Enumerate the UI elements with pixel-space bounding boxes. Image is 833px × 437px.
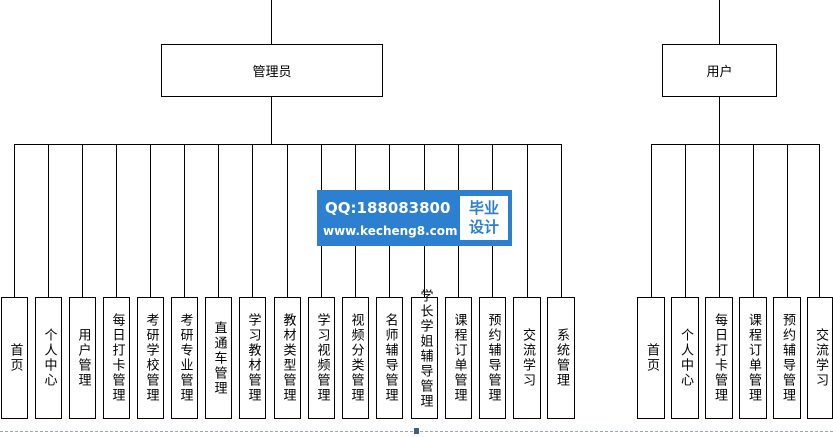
connector-line: [719, 0, 720, 44]
admin-leaf: 课程订单管理: [445, 297, 472, 419]
user-leaf-label: 课程订单管理: [746, 313, 761, 403]
connector-line: [651, 144, 819, 145]
admin-leaf: 系统管理: [547, 297, 575, 419]
connector-line: [651, 144, 652, 297]
admin-leaf-label: 教材类型管理: [280, 313, 296, 403]
connector-line: [82, 144, 83, 297]
watermark-url: www.kecheng8.com: [323, 224, 458, 238]
watermark-banner: QQ:188083800 www.kecheng8.com 毕业 设计: [317, 190, 512, 246]
user-leaf-label: 首页: [644, 343, 659, 373]
watermark-badge-line1: 毕业: [468, 199, 499, 217]
admin-node-label: 管理员: [252, 65, 292, 80]
admin-leaf: 名师辅导管理: [376, 297, 403, 419]
connector-line: [271, 97, 272, 144]
admin-leaf-label: 预约辅导管理: [485, 313, 501, 403]
resize-handle[interactable]: [414, 428, 419, 434]
connector-line: [819, 144, 820, 297]
connector-line: [753, 144, 754, 297]
user-node: 用户: [662, 44, 777, 97]
admin-leaf: 学长学姐辅导管理: [411, 289, 438, 419]
connector-line: [252, 144, 253, 297]
admin-leaf: 用户管理: [69, 297, 96, 419]
admin-leaf-label: 交流学习: [520, 328, 535, 388]
user-leaf: 课程订单管理: [739, 297, 767, 419]
admin-leaf-label: 考研学校管理: [143, 313, 159, 403]
admin-leaf: 首页: [1, 297, 28, 419]
connector-line: [787, 144, 788, 297]
watermark-badge-line2: 设计: [468, 218, 499, 236]
connector-line: [719, 97, 720, 144]
admin-leaf: 视频分类管理: [342, 297, 369, 419]
connector-line: [719, 144, 720, 297]
admin-leaf: 教材类型管理: [274, 297, 301, 419]
user-leaf: 个人中心: [671, 297, 699, 419]
connector-line: [218, 144, 219, 297]
admin-leaf-label: 考研专业管理: [177, 313, 193, 403]
admin-leaf: 考研学校管理: [137, 297, 164, 419]
user-leaf: 每日打卡管理: [705, 297, 733, 419]
watermark-qq: QQ:188083800: [325, 199, 451, 217]
admin-leaf-label: 学习教材管理: [245, 313, 261, 403]
user-node-label: 用户: [706, 65, 733, 80]
user-leaf-label: 预约辅导管理: [780, 313, 795, 403]
connector-line: [48, 144, 49, 297]
connector-line: [116, 144, 117, 297]
admin-leaf: 交流学习: [513, 297, 541, 419]
connector-line: [561, 144, 562, 297]
admin-leaf: 预约辅导管理: [479, 297, 506, 419]
admin-node: 管理员: [161, 44, 383, 97]
admin-leaf-label: 视频分类管理: [348, 313, 364, 403]
admin-leaf-label: 名师辅导管理: [382, 313, 398, 403]
connector-line: [685, 144, 686, 297]
admin-leaf-label: 学习视频管理: [314, 313, 330, 403]
admin-leaf-label: 学长学姐辅导管理: [417, 289, 433, 409]
watermark-badge: 毕业 设计: [460, 196, 508, 240]
admin-leaf: 考研专业管理: [171, 297, 198, 419]
user-leaf-label: 个人中心: [678, 328, 693, 388]
user-leaf-label: 交流学习: [813, 328, 828, 388]
admin-leaf: 学习教材管理: [239, 297, 266, 419]
admin-leaf-label: 系统管理: [554, 328, 569, 388]
user-leaf: 首页: [637, 297, 665, 419]
connector-line: [14, 144, 562, 145]
user-leaf: 预约辅导管理: [773, 297, 801, 419]
admin-leaf-label: 用户管理: [75, 328, 91, 388]
connector-line: [287, 144, 288, 297]
connector-line: [271, 0, 272, 44]
admin-leaf-label: 个人中心: [41, 328, 57, 388]
admin-leaf-label: 课程订单管理: [451, 313, 467, 403]
admin-leaf: 学习视频管理: [308, 297, 335, 419]
connector-line: [527, 144, 528, 297]
user-leaf: 交流学习: [807, 297, 833, 419]
connector-line: [184, 144, 185, 297]
admin-leaf-label: 每日打卡管理: [109, 313, 125, 403]
user-leaf-label: 每日打卡管理: [712, 313, 727, 403]
admin-leaf-label: 首页: [7, 343, 23, 373]
admin-leaf-label: 直通车管理: [211, 320, 227, 396]
connector-line: [150, 144, 151, 297]
admin-leaf: 直通车管理: [205, 297, 232, 419]
connector-line: [14, 144, 15, 297]
admin-leaf: 个人中心: [35, 297, 62, 419]
admin-leaf: 每日打卡管理: [103, 297, 130, 419]
